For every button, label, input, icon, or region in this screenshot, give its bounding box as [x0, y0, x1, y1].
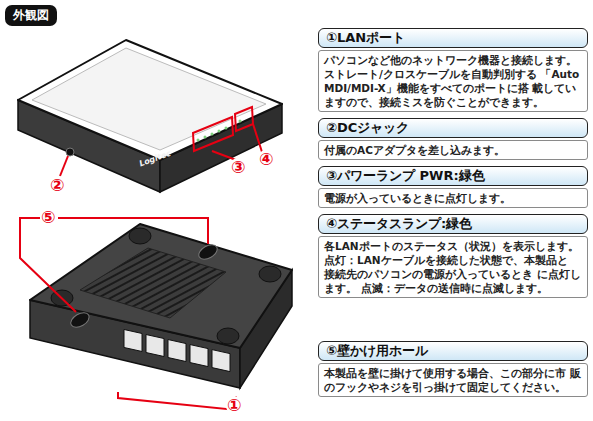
callout-number: ③ [230, 158, 246, 176]
box-body: パソコンなど他のネットワーク機器と接続します。 ストレート/クロスケーブルを自動… [318, 50, 588, 112]
box-body: 電源が入っているときに点灯します。 [318, 188, 588, 208]
lan-port [146, 335, 164, 357]
box-heading: ④ステータスランプ:緑色 [318, 214, 588, 234]
box-heading: ⑤壁かけ用ホール [318, 341, 588, 361]
callout-number: ⑤ [40, 208, 56, 226]
lan-port [212, 350, 230, 372]
lan-port [124, 329, 142, 351]
description-box: ④ステータスランプ:緑色各LANポートのステータス（状況）を表示します。 点灯：… [318, 214, 588, 298]
box-heading: ①LANポート [318, 28, 588, 48]
callout-number: ④ [258, 150, 274, 168]
box-heading: ②DCジャック [318, 118, 588, 138]
description-box: ⑤壁かけ用ホール本製品を壁に掛けて使用する場合、この部分に市 販のフックやネジを… [318, 341, 588, 397]
description-box: ①LANポートパソコンなど他のネットワーク機器と接続します。 ストレート/クロス… [318, 28, 588, 112]
box-body: 付属のACアダプタを差し込みます。 [318, 140, 588, 160]
lan-port [168, 340, 186, 362]
box-body: 各LANポートのステータス（状況）を表示します。 点灯：LANケーブルを接続した… [318, 236, 588, 298]
callout-number: ② [49, 176, 65, 194]
figure-tag: 外観図 [5, 5, 57, 26]
description-box: ②DCジャック付属のACアダプタを差し込みます。 [318, 118, 588, 160]
description-box: ③パワーランプ PWR:緑色電源が入っているときに点灯します。 [318, 166, 588, 208]
switch-bottom-view [20, 218, 292, 410]
switch-top-view [18, 40, 282, 192]
box-heading: ③パワーランプ PWR:緑色 [318, 166, 588, 186]
lan-port [190, 345, 208, 367]
box-body: 本製品を壁に掛けて使用する場合、この部分に市 販のフックやネジを引っ掛けて固定し… [318, 363, 588, 397]
callout-number: ① [226, 396, 242, 414]
